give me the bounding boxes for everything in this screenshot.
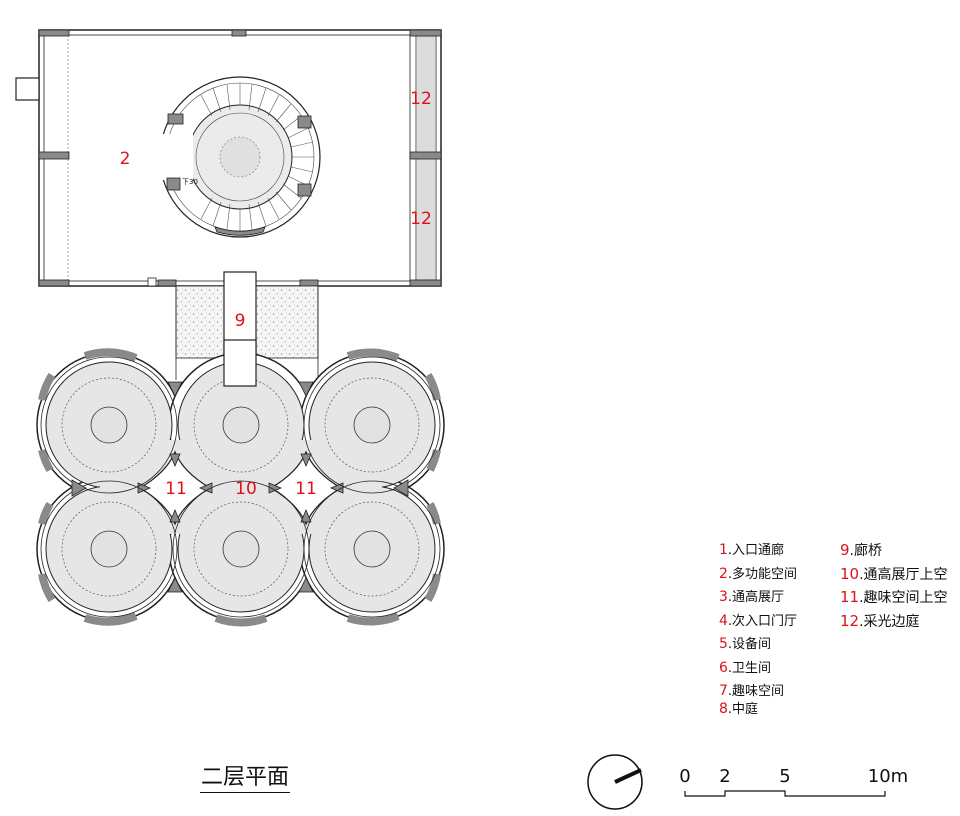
legend-item: 6.卫生间: [719, 659, 772, 676]
scale-bar: 0 2 5 10m: [679, 766, 908, 797]
scale-tick-0: 0: [679, 766, 690, 787]
north-arrow-icon: [587, 754, 643, 810]
legend-column-right: 9.廊桥 10.通高展厅上空 11.趣味空间上空 12.采光边庭: [840, 540, 948, 634]
scale-tick-5: 5: [779, 766, 790, 787]
legend-item: 2.多功能空间: [719, 565, 798, 582]
legend-item: 7.趣味空间: [719, 683, 785, 699]
legend: 1.入口通廊 2.多功能空间 3.通高展厅 4.次入口门厅 5.设备间 6.卫生…: [719, 540, 959, 720]
room-number-9: 9: [235, 311, 246, 331]
spiral-staircase: 下30: [159, 76, 321, 238]
scale-tick-10m: 10m: [868, 766, 908, 787]
legend-item: 4.次入口门厅: [719, 612, 798, 629]
legend-item: 1.入口通廊: [719, 542, 785, 558]
room-number-2: 2: [120, 149, 131, 169]
legend-item: 5.设备间: [719, 636, 772, 652]
room-number-11-right: 11: [295, 479, 317, 499]
scale-tick-2: 2: [719, 766, 730, 787]
stair-label: 下30: [182, 178, 198, 186]
legend-item: 9.廊桥: [840, 541, 882, 559]
room-number-10: 10: [235, 479, 257, 499]
legend-item: 11.趣味空间上空: [840, 588, 948, 606]
room-number-12-top: 12: [410, 89, 432, 109]
legend-item: 3.通高展厅: [719, 589, 785, 605]
legend-item: 8.中庭: [719, 700, 759, 717]
legend-column-left: 1.入口通廊 2.多功能空间 3.通高展厅 4.次入口门厅 5.设备间 6.卫生…: [719, 540, 797, 722]
legend-item: 12.采光边庭: [840, 611, 920, 630]
legend-item: 10.通高展厅上空: [840, 564, 948, 583]
room-number-12-bottom: 12: [410, 209, 432, 229]
circle-cluster: [36, 339, 445, 627]
drawing-title: 二层平面: [200, 764, 291, 793]
room-numbers: 2 12 12 9 11 10 11: [120, 89, 432, 499]
room-number-11-left: 11: [165, 479, 187, 499]
